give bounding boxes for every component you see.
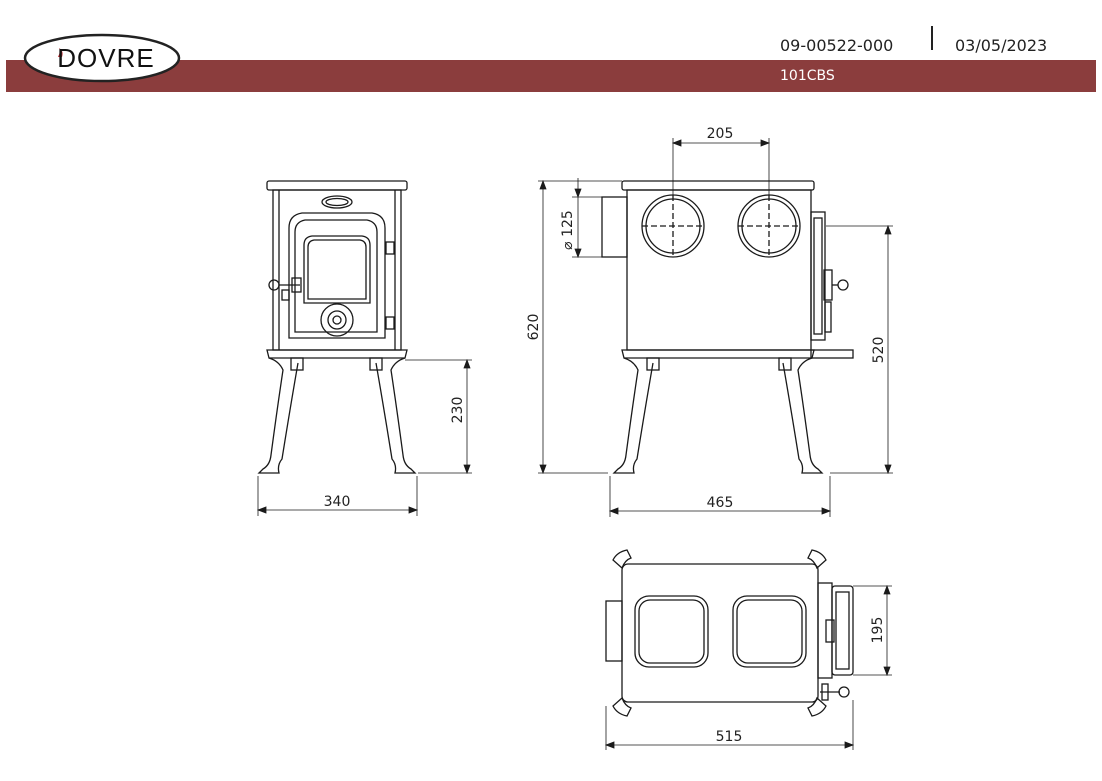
dim-total-height: 620 xyxy=(526,314,542,341)
side-view xyxy=(601,180,854,474)
dimension-labels: 340 230 620 465 205 ⌀ 125 520 515 195 xyxy=(324,126,887,745)
dim-front-width: 340 xyxy=(324,494,351,510)
document-number: 09-00522-000 xyxy=(780,36,894,55)
header-bar xyxy=(6,60,1096,92)
diameter-symbol: ⌀ xyxy=(560,237,576,250)
dim-leg-height: 230 xyxy=(450,397,466,424)
brand-name: DOVRE xyxy=(57,43,154,73)
dovre-logo: DOVRE xyxy=(23,33,181,83)
front-dimension-lines xyxy=(256,358,472,516)
flame-icon xyxy=(58,48,63,57)
side-dimension-lines xyxy=(538,138,893,517)
dim-flue-diameter: ⌀ 125 xyxy=(560,210,576,250)
dim-flue-spacing: 205 xyxy=(707,126,734,142)
dim-top-depth: 515 xyxy=(716,729,743,745)
model-name: 101CBS xyxy=(780,68,835,84)
dim-flue-diameter-value: 125 xyxy=(560,210,576,237)
document-date: 03/05/2023 xyxy=(955,36,1048,55)
dim-rear-outlet-height: 520 xyxy=(871,337,887,364)
header-separator xyxy=(931,26,933,50)
top-view xyxy=(605,549,854,717)
top-dimension-lines xyxy=(604,584,892,750)
front-view xyxy=(257,180,417,474)
dim-side-depth: 465 xyxy=(707,495,734,511)
dim-handle-width: 195 xyxy=(870,617,886,644)
